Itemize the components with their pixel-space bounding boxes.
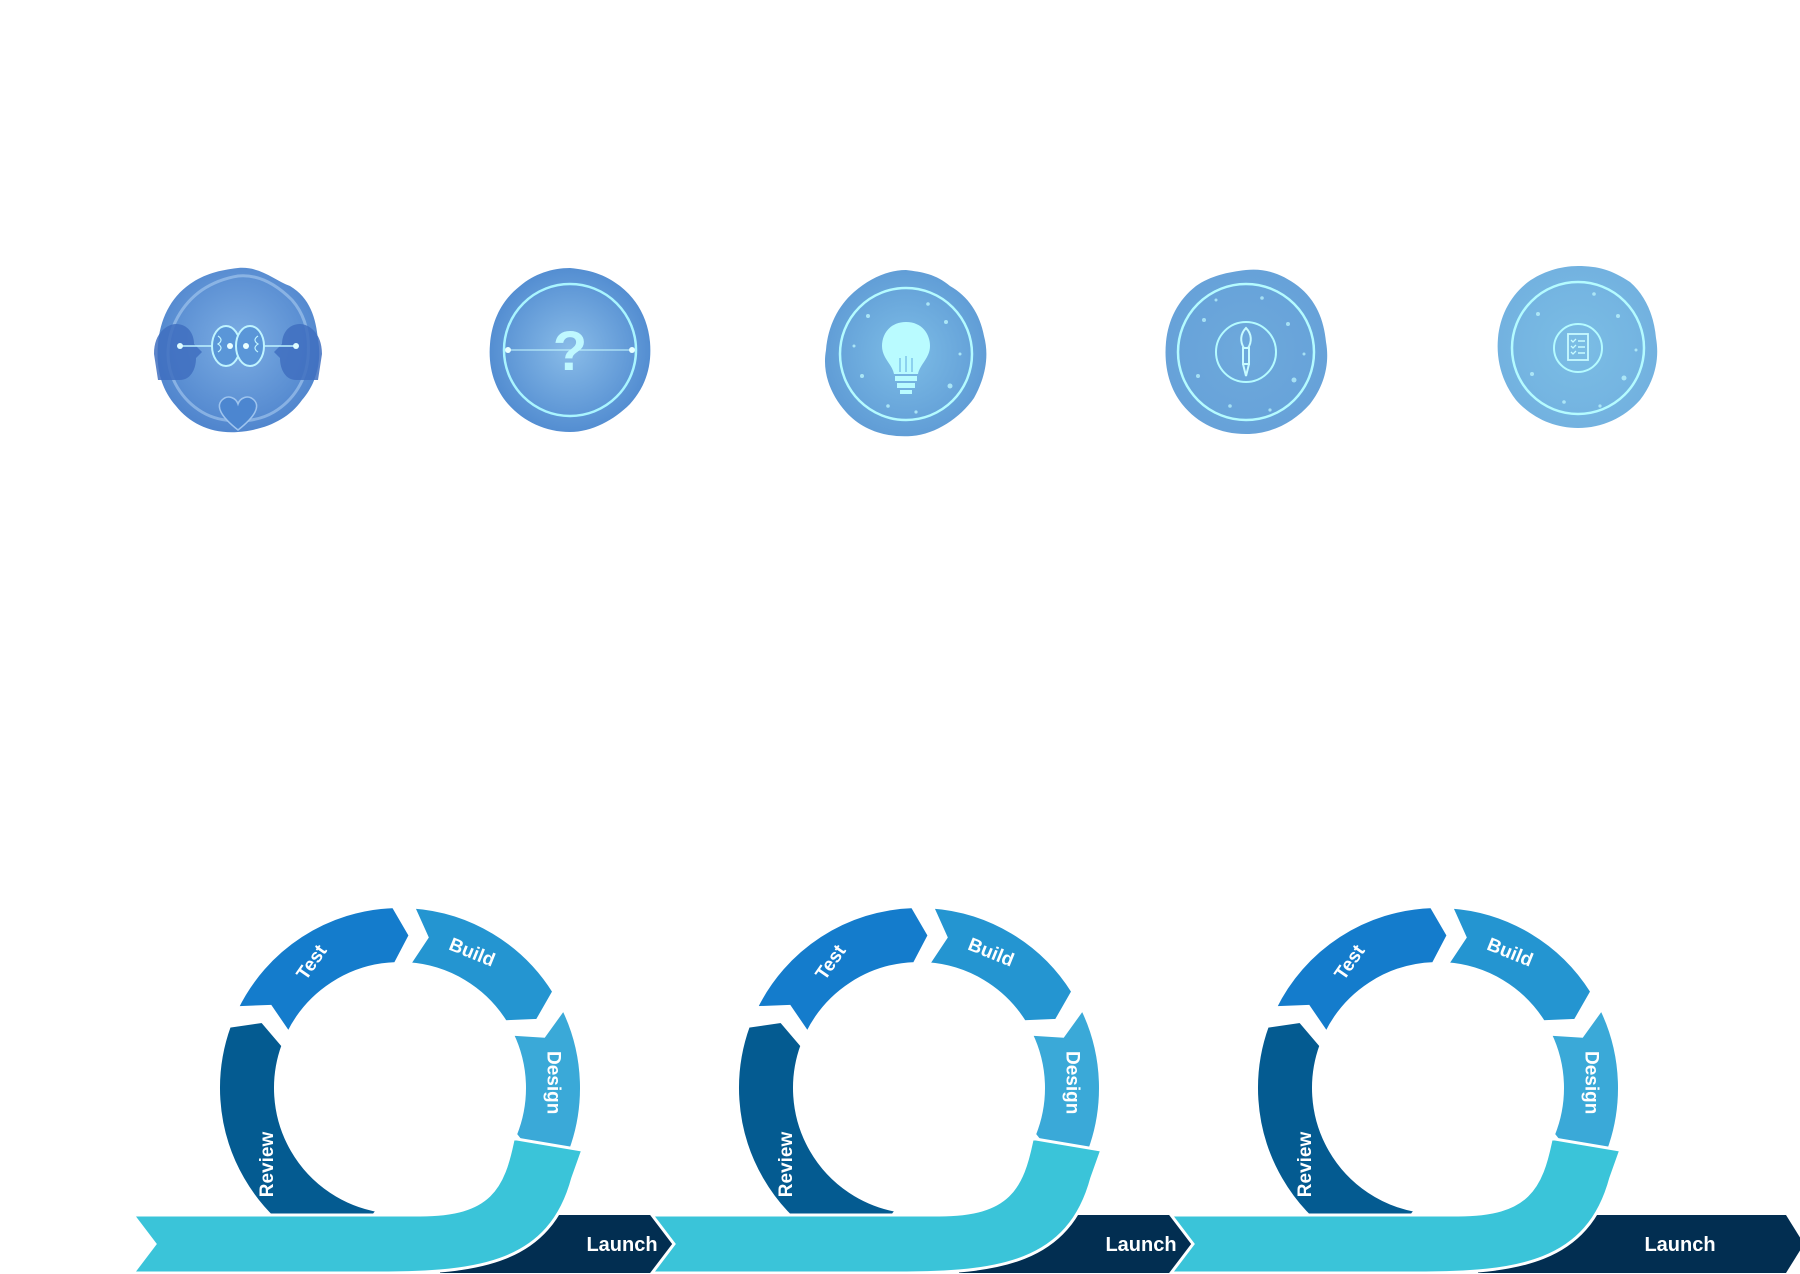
- launch-label: Launch: [586, 1234, 657, 1256]
- launch-band: [129, 1136, 585, 1274]
- segment-label-design: Design: [542, 1051, 563, 1114]
- paintbrush-icon: [1165, 269, 1328, 434]
- badge-empathy: [150, 262, 326, 438]
- segment-label-design: Design: [1061, 1051, 1082, 1114]
- launch-band: [648, 1136, 1104, 1274]
- question-mark-icon: ?: [489, 268, 651, 432]
- segment-build: [924, 904, 1076, 1025]
- segment-label-review: Review: [776, 1132, 797, 1198]
- segment-test: [233, 904, 413, 1038]
- segment-label-review: Review: [1295, 1132, 1316, 1198]
- badge-idea: [818, 266, 994, 442]
- segment-test: [1271, 904, 1451, 1038]
- segment-label-design: Design: [1580, 1051, 1601, 1114]
- brain-heads-heart-icon: [154, 267, 322, 433]
- badge-question: ?: [482, 262, 658, 438]
- svg-text:?: ?: [553, 319, 587, 382]
- segment-label-review: Review: [257, 1132, 278, 1198]
- launch-label: Launch: [1105, 1234, 1176, 1256]
- badge-design: [1158, 264, 1334, 440]
- segment-build: [1443, 904, 1595, 1025]
- launch-band: [1167, 1136, 1623, 1274]
- badge-checklist: [1490, 260, 1666, 436]
- segment-build: [405, 904, 557, 1025]
- launch-label: Launch: [1644, 1234, 1715, 1256]
- document-checklist-icon: [1497, 266, 1658, 428]
- lightbulb-icon: [824, 270, 987, 437]
- segment-test: [752, 904, 932, 1038]
